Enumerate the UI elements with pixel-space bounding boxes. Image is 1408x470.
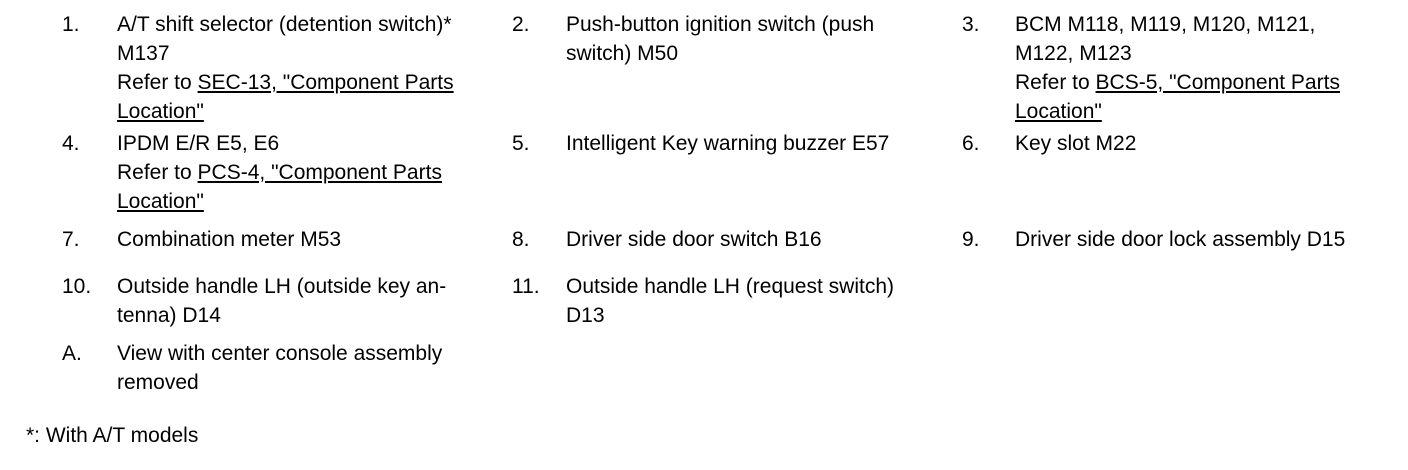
legend-item-line: Outside handle LH (outside key an-: [117, 275, 447, 298]
legend-item-line: View with center console assembly: [117, 342, 443, 365]
reference-line: Refer to PCS-4, "Component Parts: [117, 158, 497, 187]
legend-row: A. View with center console assembly rem…: [0, 339, 1408, 399]
reference-prefix: Refer to: [1015, 71, 1096, 94]
reference-link[interactable]: PCS-4, "Component Parts: [197, 161, 442, 184]
reference-link-continuation[interactable]: Location": [117, 100, 204, 123]
legend-item-number: A.: [62, 342, 82, 365]
legend-item-line: switch) M50: [566, 42, 679, 65]
legend-item-line: Intelligent Key warning buzzer E57: [566, 132, 890, 155]
reference-prefix: Refer to: [117, 161, 198, 184]
footnote: *: With A/T models: [26, 424, 199, 447]
legend-item-text: Driver side door switch B16: [566, 225, 946, 254]
legend-item-line: Combination meter M53: [117, 228, 342, 251]
legend-item-number: 3.: [962, 13, 980, 36]
reference-link[interactable]: BCS-5, "Component Parts: [1095, 71, 1340, 94]
legend-item-line: Outside handle LH (request switch): [566, 275, 894, 298]
legend-item-number: 7.: [62, 228, 80, 251]
legend-row: 4. IPDM E/R E5, E6 Refer to PCS-4, "Comp…: [0, 129, 1408, 225]
legend-item-line: Driver side door lock assembly D15: [1015, 228, 1346, 251]
legend-item-line: removed: [117, 371, 199, 394]
legend-item-line: M122, M123: [1015, 42, 1132, 65]
legend-item-text: Intelligent Key warning buzzer E57: [566, 129, 946, 158]
legend-item-text: Key slot M22: [1015, 129, 1405, 158]
legend-item-text: Driver side door lock assembly D15: [1015, 225, 1405, 254]
legend-item-number: 1.: [62, 13, 80, 36]
legend-item-line: BCM M118, M119, M120, M121,: [1015, 13, 1316, 36]
reference-link[interactable]: SEC-13, "Component Parts: [197, 71, 454, 94]
legend-item-number: 8.: [512, 228, 530, 251]
legend-item-text: A/T shift selector (detention switch)* M…: [117, 10, 497, 126]
legend-row: 1. A/T shift selector (detention switch)…: [0, 10, 1408, 129]
legend-item-line: Push-button ignition switch (push: [566, 13, 875, 36]
reference-line: Refer to SEC-13, "Component Parts: [117, 68, 497, 97]
reference-link-continuation[interactable]: Location": [1015, 100, 1102, 123]
legend-item-text: Outside handle LH (request switch) D13: [566, 272, 946, 330]
component-legend: 1. A/T shift selector (detention switch)…: [0, 10, 1408, 399]
legend-item-line: M137: [117, 42, 170, 65]
legend-item-text: Combination meter M53: [117, 225, 497, 254]
legend-row: 7. Combination meter M53 8. Driver side …: [0, 225, 1408, 272]
legend-item-line: IPDM E/R E5, E6: [117, 132, 280, 155]
legend-item-text: BCM M118, M119, M120, M121, M122, M123 R…: [1015, 10, 1405, 126]
legend-item-text: Push-button ignition switch (push switch…: [566, 10, 946, 68]
reference-link-continuation[interactable]: Location": [117, 190, 204, 213]
legend-item-number: 10.: [62, 275, 92, 298]
legend-item-number: 9.: [962, 228, 980, 251]
legend-item-line: tenna) D14: [117, 304, 221, 327]
reference-line: Refer to BCS-5, "Component Parts: [1015, 68, 1405, 97]
legend-row: 10. Outside handle LH (outside key an- t…: [0, 272, 1408, 339]
legend-item-text: Outside handle LH (outside key an- tenna…: [117, 272, 497, 330]
reference-prefix: Refer to: [117, 71, 198, 94]
legend-item-line: D13: [566, 304, 605, 327]
legend-item-line: Key slot M22: [1015, 132, 1137, 155]
legend-item-number: 5.: [512, 132, 530, 155]
legend-item-text: IPDM E/R E5, E6 Refer to PCS-4, "Compone…: [117, 129, 497, 216]
legend-item-number: 11.: [512, 275, 540, 298]
legend-item-number: 6.: [962, 132, 980, 155]
legend-item-line: Driver side door switch B16: [566, 228, 822, 251]
legend-item-line: A/T shift selector (detention switch)*: [117, 13, 452, 36]
legend-item-number: 4.: [62, 132, 80, 155]
legend-item-text: View with center console assembly remove…: [117, 339, 497, 397]
legend-item-number: 2.: [512, 13, 530, 36]
